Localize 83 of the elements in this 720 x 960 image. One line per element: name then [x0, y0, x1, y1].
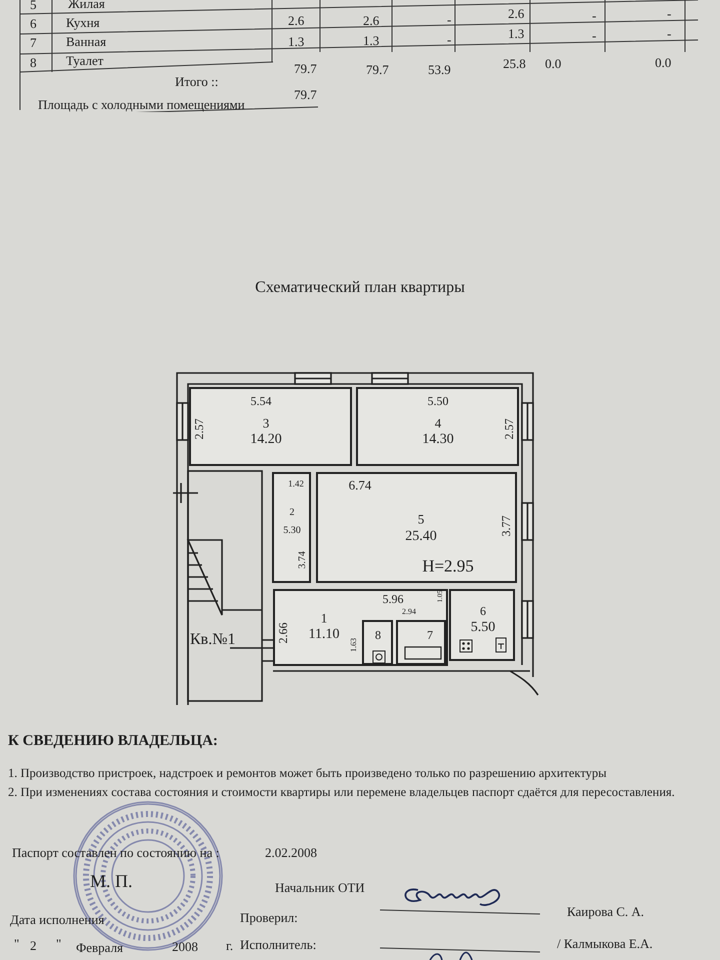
table-value: - [447, 32, 452, 48]
quote-mark: " [56, 936, 62, 952]
table-value: 0.0 [545, 56, 562, 72]
total-label: Итого :: [175, 74, 218, 90]
dimension-label: 5.50 [428, 395, 448, 407]
form-label: Начальник ОТИ [275, 880, 365, 896]
notice-text: 1. Производство пристроек, надстроек и ремонтов может быть произведено только по разрешению архитектуры [8, 766, 607, 782]
room-outline [449, 589, 515, 661]
room-outline [396, 620, 446, 665]
room-outline [189, 387, 352, 466]
table-value: - [667, 6, 672, 22]
row-number: 7 [30, 35, 36, 52]
table-value: 0.0 [655, 55, 672, 72]
dimension-label: 1.42 [288, 480, 304, 488]
dimension-label: 3.77 [500, 516, 512, 536]
table-value: - [447, 12, 452, 28]
plan-title: Схематический план квартиры [254, 278, 466, 298]
table-value: - [667, 26, 672, 42]
room-outline [316, 472, 517, 583]
dimension-label: 5.54 [250, 395, 272, 407]
table-value: 79.7 [294, 87, 317, 104]
row-number: 8 [30, 55, 36, 72]
table-value: 2.6 [363, 13, 380, 30]
room-type: Ванная [66, 34, 106, 50]
room-outline [273, 589, 448, 666]
form-label: Дата исполнения [10, 912, 104, 928]
date-value: Февраля [76, 940, 124, 956]
room-number: 7 [427, 629, 433, 641]
quote-mark: " [14, 936, 20, 952]
dimension-label: 2.94 [402, 607, 416, 617]
room-number: 2 [290, 508, 294, 518]
room-number: 4 [434, 416, 442, 430]
signer-name: / Калмыкова Е.А. [557, 936, 653, 952]
height-label: H=2.95 [422, 558, 474, 574]
room-type: Кухня [66, 15, 100, 32]
area-label: 11.10 [308, 628, 340, 642]
room-number: 1 [320, 612, 328, 624]
table-value: 1.3 [288, 34, 304, 50]
row-number: 6 [30, 16, 36, 32]
notice-heading: К СВЕДЕНИЮ ВЛАДЕЛЬЦА: [8, 732, 218, 751]
table-value: 25.8 [503, 56, 526, 72]
notice-text: 2. При изменениях состава состояния и стоимости квартиры или перемене владельцев паспорт сдаётся для пересоставления. [8, 785, 676, 801]
table-value: 53.9 [428, 62, 451, 78]
table-footer-label: Площадь с холодными помещениями [38, 97, 245, 114]
table-value: 2.6 [508, 6, 524, 22]
room-type: Туалет [66, 53, 104, 70]
signer-name: Каирова С. А. [567, 904, 644, 920]
room-outline [272, 472, 311, 583]
dimension-label: 3.74 [298, 551, 308, 569]
dimension-label: 2.57 [193, 418, 205, 440]
room-number: 3 [262, 416, 270, 430]
table-value: 1.3 [508, 26, 524, 42]
area-label: 25.40 [405, 530, 437, 544]
table-value: - [592, 28, 596, 44]
area-label: 5.30 [283, 526, 301, 536]
dimension-label: 2.66 [277, 622, 289, 644]
form-label: г. [226, 938, 234, 954]
dimension-label: 6.74 [348, 478, 372, 492]
dimension-label: 1.63 [350, 638, 358, 652]
date-value: 2 [30, 938, 36, 954]
date-value: 2.02.2008 [265, 845, 317, 862]
dimension-label: 2.57 [503, 418, 515, 440]
area-label: 14.20 [250, 433, 282, 447]
form-label: Исполнитель: [240, 937, 316, 954]
room-number: 5 [418, 512, 424, 526]
area-label: 14.30 [422, 433, 454, 447]
apartment-label: Кв.№1 [190, 630, 236, 650]
area-label: 5.50 [470, 621, 496, 635]
table-value: 79.7 [294, 61, 317, 78]
date-value: 2008 [172, 939, 198, 956]
table-value: 1.3 [363, 33, 380, 50]
row-number: 5 [30, 0, 36, 14]
form-label: Паспорт составлен по состоянию на : [12, 845, 220, 862]
table-value: 79.7 [366, 62, 389, 78]
form-label: Проверил: [240, 910, 298, 926]
table-value: 2.6 [288, 13, 304, 30]
room-number: 6 [480, 605, 486, 617]
room-number: 8 [375, 629, 381, 641]
room-outline [356, 387, 519, 466]
table-value: - [592, 8, 596, 24]
seal-label: М. П. [90, 870, 133, 892]
dimension-label: 5.96 [382, 593, 404, 605]
room-outline [362, 620, 393, 665]
